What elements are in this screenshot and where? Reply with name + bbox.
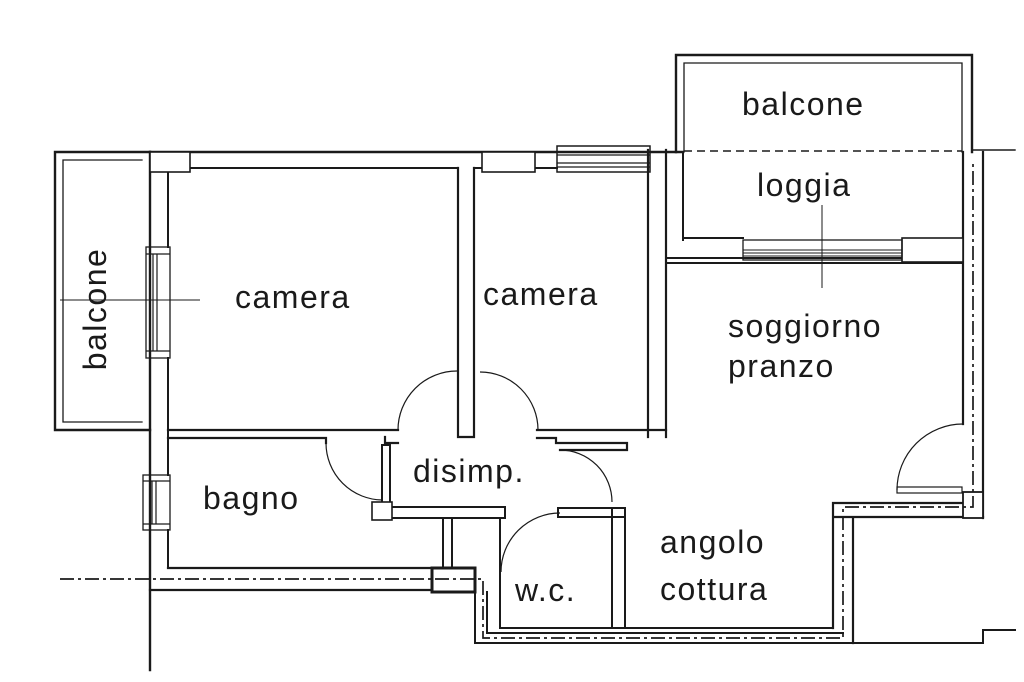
room-label-disimpegno: disimp. [413, 453, 525, 489]
leader-lines [60, 205, 823, 301]
room-label-balcone-top: balcone [742, 86, 865, 122]
room-label-camera-1: camera [235, 279, 351, 315]
room-label-angolo: angolo [660, 524, 765, 560]
door-arcs [325, 370, 964, 573]
door-arc-wc [500, 512, 561, 573]
window-camera2 [556, 145, 651, 173]
wall-blocks [149, 151, 984, 594]
door-arc-camera1 [397, 370, 458, 431]
room-label-balcone-left: balcone [77, 248, 113, 371]
window-bagno [142, 474, 171, 531]
walls [53, 53, 1016, 672]
room-label-pranzo: pranzo [728, 348, 835, 384]
door-arc-soggiorno [896, 423, 964, 491]
room-label-soggiorno: soggiorno [728, 308, 882, 344]
boundary-lines [60, 150, 974, 639]
property-boundary-dashdot-line [60, 163, 974, 639]
room-label-bagno: bagno [203, 480, 299, 516]
door-leaf-soggiorno [896, 486, 963, 494]
door-arc-bagno [325, 442, 384, 501]
window-left-camera [145, 246, 171, 359]
door-arc-passage [559, 449, 613, 503]
room-label-camera-2: camera [483, 276, 599, 312]
room-label-loggia: loggia [757, 167, 851, 203]
door-arc-camera2 [479, 371, 539, 431]
room-label-wc: w.c. [514, 572, 576, 608]
room-label-cottura: cottura [660, 571, 768, 607]
room-labels: balcone camera camera balcone loggia sog… [77, 86, 882, 608]
